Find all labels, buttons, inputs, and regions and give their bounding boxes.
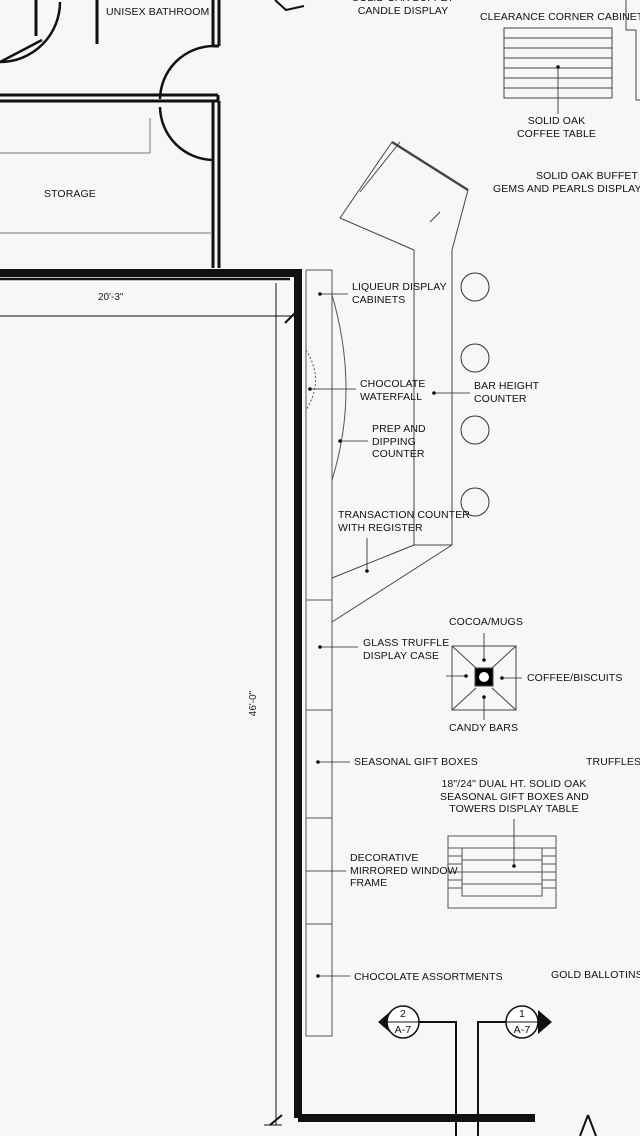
- coffee-table-label: SOLID OAK COFFEE TABLE: [517, 115, 596, 140]
- candle-display-label: SOLID OAK BUFFET CANDLE DISPLAY: [352, 0, 454, 17]
- leader-dots: [308, 65, 560, 978]
- unisex-bathroom-label: UNISEX BATHROOM: [106, 6, 210, 18]
- prep-counter-label: PREP AND DIPPING COUNTER: [372, 423, 426, 460]
- mirrored-frame-label: DECORATIVE MIRRORED WINDOW FRAME: [350, 852, 458, 889]
- gems-buffet-label: SOLID OAK BUFFET GEMS AND PEARLS DISPLAY: [493, 170, 640, 195]
- wall-casework: [305, 269, 347, 1037]
- shop-wall: [0, 269, 535, 1122]
- coffee-table: [503, 27, 613, 99]
- section-1-sheet: A-7: [513, 1024, 531, 1036]
- bathroom-walls: [0, 0, 221, 103]
- cocoa-mugs-label: COCOA/MUGS: [449, 616, 523, 628]
- liqueur-cabinets-label: LIQUEUR DISPLAY CABINETS: [352, 281, 447, 306]
- length-dimension: 46'-0": [248, 690, 260, 717]
- chocolate-waterfall-label: CHOCOLATE WATERFALL: [360, 378, 426, 403]
- width-dimension: 20'-3": [98, 292, 124, 303]
- dimension-lines: [0, 283, 297, 1126]
- candy-bars-label: CANDY BARS: [449, 722, 519, 734]
- section-1-number: 1: [519, 1008, 525, 1020]
- section-marker-2: [378, 1005, 420, 1039]
- coffee-biscuits-label: COFFEE/BISCUITS: [527, 672, 623, 684]
- candle-buffet: [274, 0, 305, 12]
- corner-cabinet: [625, 0, 640, 101]
- transaction-counter-label: TRANSACTION COUNTER WITH REGISTER: [338, 509, 470, 534]
- section-marker-lines: [410, 1021, 597, 1136]
- storage-label: STORAGE: [44, 188, 96, 200]
- bathroom-door-swing: [0, 1, 62, 64]
- gold-ballotins-label: GOLD BALLOTINS: [551, 969, 640, 981]
- truffles-label: TRUFFLES: [586, 756, 640, 768]
- section-2-sheet: A-7: [394, 1024, 412, 1036]
- leader-lines: [306, 67, 559, 977]
- towers-table: [447, 835, 557, 909]
- bar-counter-label: BAR HEIGHT COUNTER: [474, 380, 540, 405]
- towers-table-label: 18"/24" DUAL HT. SOLID OAK SEASONAL GIFT…: [440, 778, 589, 815]
- double-door-arcs: [158, 44, 214, 100]
- bar-counter: [331, 140, 469, 623]
- bar-stools: [460, 272, 490, 517]
- section-marker-1: [505, 1005, 552, 1039]
- section-2-number: 2: [400, 1008, 406, 1020]
- truffle-case-label: GLASS TRUFFLE DISPLAY CASE: [363, 637, 450, 662]
- chocolate-assortments-label: CHOCOLATE ASSORTMENTS: [354, 971, 503, 983]
- clearance-cabinet-label: CLEARANCE CORNER CABINET: [480, 11, 640, 23]
- seasonal-gift-boxes-label: SEASONAL GIFT BOXES: [354, 756, 478, 768]
